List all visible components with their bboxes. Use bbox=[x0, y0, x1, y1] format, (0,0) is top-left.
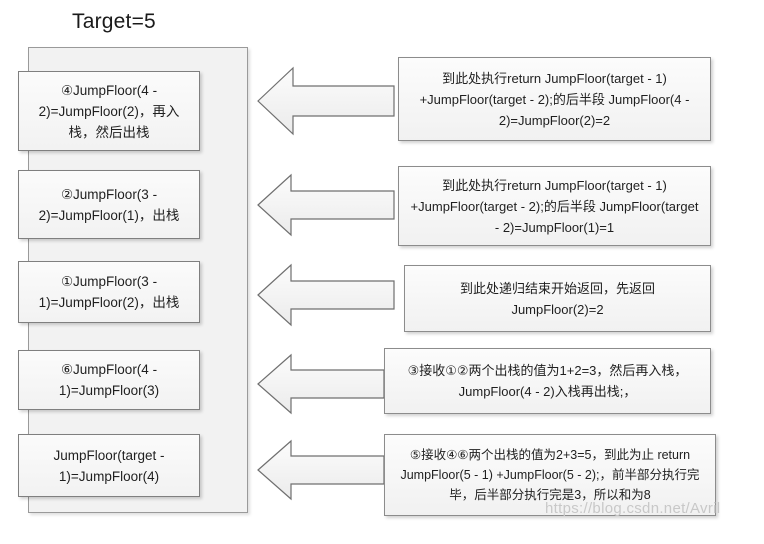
stack-frame-5: JumpFloor(target - 1)=JumpFloor(4) bbox=[18, 434, 200, 497]
stack-frame-label: ②JumpFloor(3 - 2)=JumpFloor(1)，出栈 bbox=[38, 186, 180, 223]
left-arrow-icon bbox=[256, 438, 396, 502]
note-text: ③接收①②两个出栈的值为1+2=3，然后再入栈，JumpFloor(4 - 2)… bbox=[407, 363, 688, 399]
stack-frame-label: ⑥JumpFloor(4 - 1)=JumpFloor(3) bbox=[58, 362, 160, 398]
left-arrow-icon bbox=[256, 172, 396, 238]
stack-frame-3: ①JumpFloor(3 - 1)=JumpFloor(2)，出栈 bbox=[18, 261, 200, 323]
left-arrow-icon bbox=[256, 64, 396, 138]
note-box-4: ③接收①②两个出栈的值为1+2=3，然后再入栈，JumpFloor(4 - 2)… bbox=[384, 348, 711, 414]
stack-frame-2: ②JumpFloor(3 - 2)=JumpFloor(1)，出栈 bbox=[18, 170, 200, 239]
left-arrow-icon bbox=[256, 352, 396, 416]
note-text: 到此处执行return JumpFloor(target - 1) +JumpF… bbox=[419, 70, 690, 128]
note-text: 到此处执行return JumpFloor(target - 1) +JumpF… bbox=[410, 177, 699, 235]
stack-frame-label: ④JumpFloor(4 - 2)=JumpFloor(2)，再入栈，然后出栈 bbox=[38, 82, 180, 140]
note-box-3: 到此处递归结束开始返回，先返回 JumpFloor(2)=2 bbox=[404, 265, 711, 332]
note-text: 到此处递归结束开始返回，先返回 JumpFloor(2)=2 bbox=[459, 280, 655, 317]
note-box-5: ⑤接收④⑥两个出栈的值为2+3=5，到此为止 return JumpFloor(… bbox=[384, 434, 716, 516]
note-text: ⑤接收④⑥两个出栈的值为2+3=5，到此为止 return JumpFloor(… bbox=[400, 448, 700, 502]
page-title: Target=5 bbox=[72, 10, 156, 33]
stack-frame-1: ④JumpFloor(4 - 2)=JumpFloor(2)，再入栈，然后出栈 bbox=[18, 71, 200, 151]
note-box-1: 到此处执行return JumpFloor(target - 1) +JumpF… bbox=[398, 57, 711, 141]
stack-frame-label: JumpFloor(target - 1)=JumpFloor(4) bbox=[53, 447, 165, 484]
left-arrow-icon bbox=[256, 262, 396, 328]
stack-frame-4: ⑥JumpFloor(4 - 1)=JumpFloor(3) bbox=[18, 350, 200, 410]
note-box-2: 到此处执行return JumpFloor(target - 1) +JumpF… bbox=[398, 166, 711, 246]
stack-frame-label: ①JumpFloor(3 - 1)=JumpFloor(2)，出栈 bbox=[38, 274, 180, 310]
